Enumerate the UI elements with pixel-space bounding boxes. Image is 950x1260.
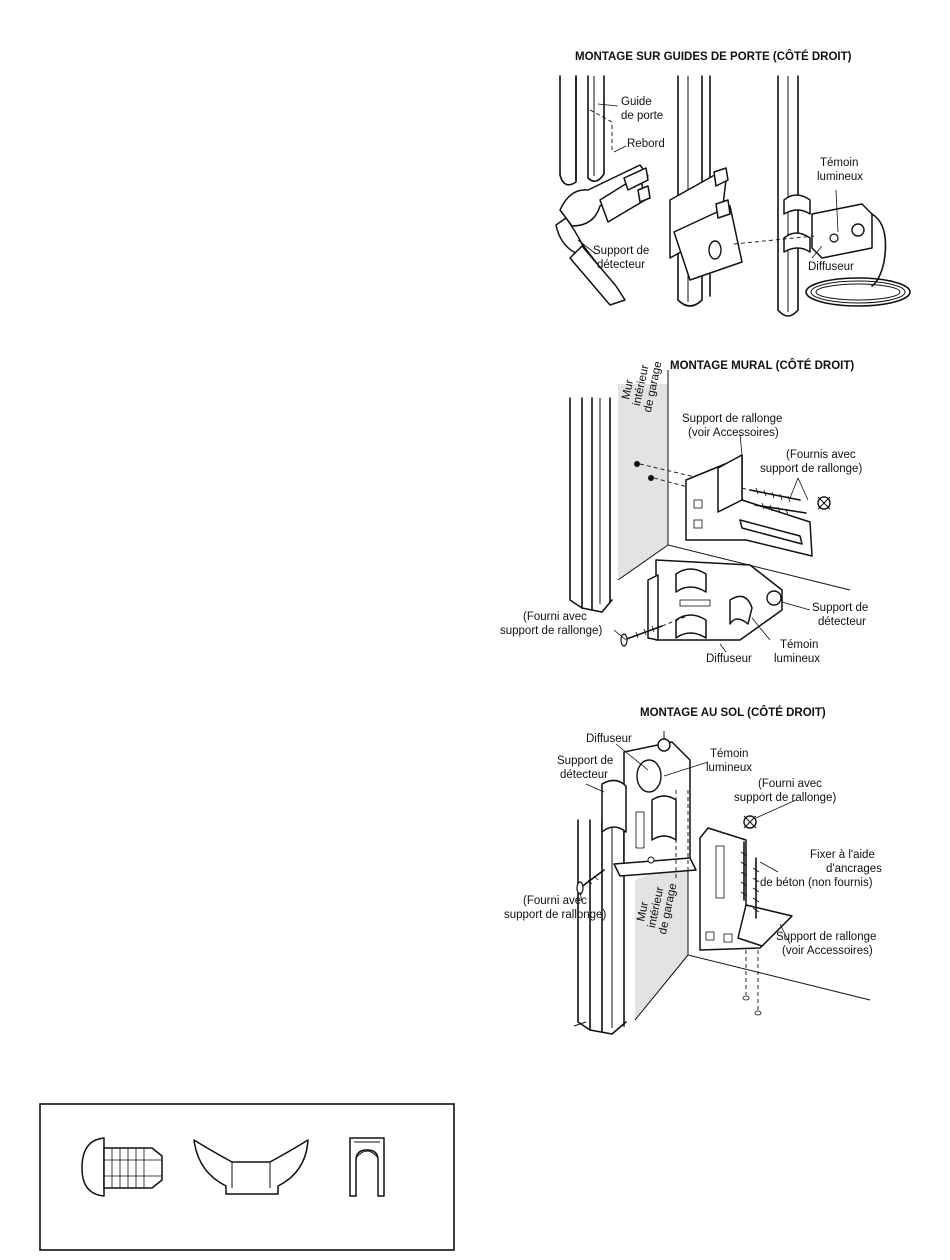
extension-bracket — [699, 827, 793, 951]
garage-wall — [618, 384, 668, 580]
wire-coil — [805, 277, 911, 307]
figure-door-track-mount: MONTAGE SUR GUIDES DE PORTE (CÔTÉ DROIT) — [555, 50, 911, 317]
carriage-bolt-icon — [576, 869, 605, 895]
fig3-label-support-de-rallonge: Support de rallonge(voir Accessoires) — [776, 931, 876, 957]
fig1-label-rebord: Rebord — [627, 138, 665, 150]
carriage-bolt-icon — [81, 1137, 163, 1197]
hardware-box — [39, 1103, 455, 1251]
door-track — [573, 819, 627, 1035]
wing-nut-icon — [193, 1139, 309, 1195]
detector-bracket — [601, 731, 697, 877]
fig2-label-support-de-rallonge: Support de rallonge(voir Accessoires) — [682, 413, 782, 439]
wing-nut-icon — [817, 496, 831, 510]
wall-hole-icon — [634, 461, 640, 467]
wall-hole-icon — [648, 475, 654, 481]
door-track-left — [559, 75, 613, 186]
concrete-anchor-screws-icon — [740, 841, 760, 919]
door-track — [569, 397, 613, 613]
detector-bracket-left — [555, 164, 651, 306]
lag-screws-icon — [749, 487, 807, 516]
fig2-label-mur-interieur: Murintérieurde garage — [619, 355, 665, 413]
fig2-label-diffuseur: Diffuseur — [706, 653, 752, 665]
detector-bracket — [647, 559, 783, 641]
figure-wall-mount: MONTAGE MURAL (CÔTÉ DROIT) — [500, 355, 868, 665]
clip-icon — [349, 1137, 385, 1197]
fig1-label-diffuseur: Diffuseur — [808, 261, 854, 273]
door-track-middle — [669, 75, 743, 307]
figure-floor-mount: MONTAGE AU SOL (CÔTÉ DROIT) — [504, 706, 882, 1035]
door-track-right — [733, 75, 887, 317]
garage-wall — [635, 860, 688, 1020]
wing-nut-icon — [743, 815, 757, 829]
figure-2-title: MONTAGE MURAL (CÔTÉ DROIT) — [670, 359, 854, 372]
fig3-label-diffuseur: Diffuseur — [586, 733, 632, 745]
extension-bracket — [685, 454, 813, 557]
figure-1-title: MONTAGE SUR GUIDES DE PORTE (CÔTÉ DROIT) — [575, 50, 852, 63]
figure-3-title: MONTAGE AU SOL (CÔTÉ DROIT) — [640, 706, 826, 719]
